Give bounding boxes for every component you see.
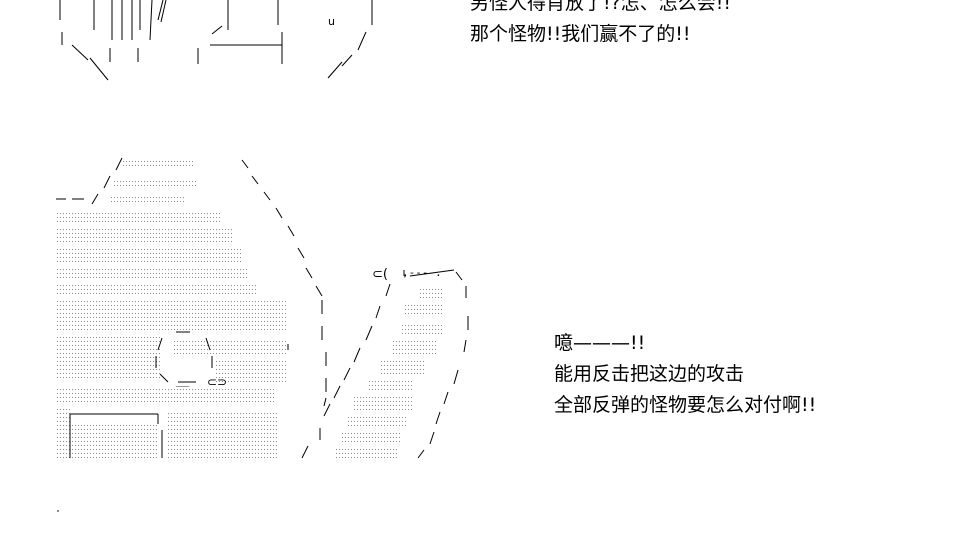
top-figure-fragment <box>59 0 373 81</box>
dialogue-bottom-line-3: 全部反弹的怪物要怎么对付啊!! <box>554 394 817 416</box>
main-figure-shading <box>56 160 444 458</box>
c-mark-lower: ⊂⊃ <box>207 375 227 389</box>
underscore-mark: __ <box>176 374 190 387</box>
dialogue-bottom-line-1: 噫———!! <box>554 332 646 354</box>
dialogue-top-line-1: 另怪人得肖放了!?怎、怎么会!! <box>470 0 731 14</box>
dash-mark: ,----. <box>402 266 442 279</box>
u-mark: u <box>328 15 335 28</box>
dialogue-bottom: 噫———!! 能用反击把这边的攻击 全部反弹的怪物要怎么对付啊!! <box>554 328 816 421</box>
dialogue-top-line-2: 那个怪物!!我们赢不了的!! <box>470 23 691 45</box>
dialogue-bottom-line-2: 能用反击把这边的攻击 <box>554 363 745 385</box>
stray-dot <box>57 510 59 512</box>
dialogue-top: 另怪人得肖放了!?怎、怎么会!! 那个怪物!!我们赢不了的!! <box>470 0 731 50</box>
c-mark-upper: ⊂( <box>372 267 388 282</box>
main-figure-lines <box>56 157 469 459</box>
